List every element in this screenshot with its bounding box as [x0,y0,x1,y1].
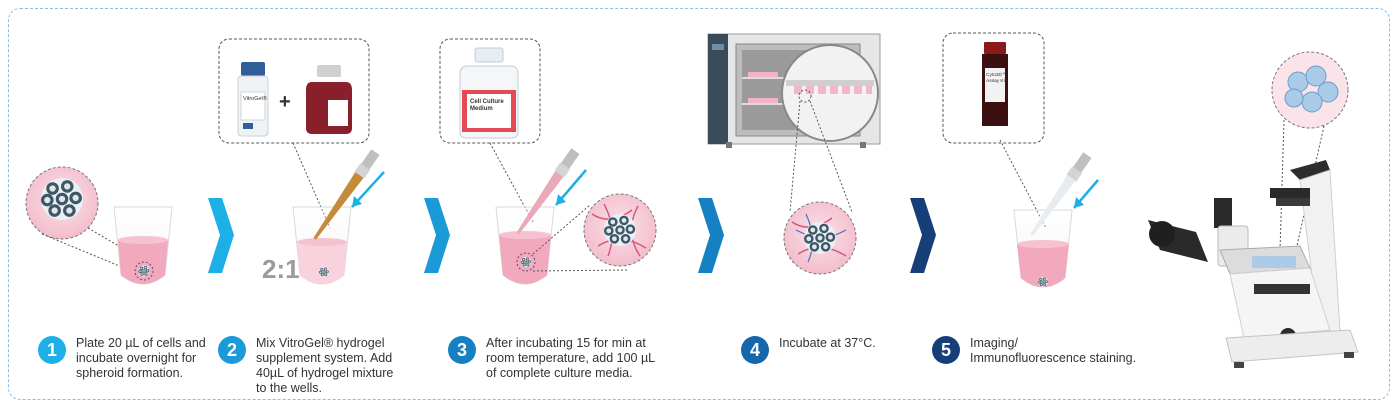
step1-illustration [25,166,173,285]
pipette-icon [313,149,380,240]
bottle-icon: Cell Culture Medium [459,47,519,139]
tube-icon [1013,209,1073,288]
chevron-right-icon [910,198,936,273]
step-description-line: room temperature, add 100 µL [486,351,656,365]
step-description: Imaging/Immunofluorescence staining. [970,336,1136,366]
step-description-line: Mix VitroGel® hydrogel [256,336,385,350]
diagram-frame [8,8,1390,400]
step-description-line: of complete culture media. [486,366,633,380]
step-description-line: supplement system. Add [256,351,393,365]
tube-icon [495,206,555,285]
chevron-right-icon [424,198,450,273]
step-description: Incubate at 37°C. [779,336,876,351]
pipette-icon [1030,152,1092,237]
pipette-icon [516,148,580,235]
step3-illustration: Cell Culture Medium [439,38,657,285]
step5-illustration: Cyto3D™ Assay Kit [942,32,1099,288]
step-number-badge: 5 [932,336,960,364]
microscope-icon [1148,51,1359,368]
vial-icon: Cyto3D™ Assay Kit [982,42,1008,126]
step-number-badge: 4 [741,336,769,364]
step-description-line: incubate overnight for [76,351,197,365]
ratio-label: 2:1 [262,254,300,284]
step4-illustration [707,33,881,275]
step-number-badge: 3 [448,336,476,364]
step-description-line: After incubating 15 for min at [486,336,646,350]
svg-text:VitroGel®: VitroGel® [243,95,267,102]
step-description-line: to the wells. [256,381,323,395]
step-description-line: Plate 20 µL of cells and [76,336,206,350]
svg-text:Medium: Medium [470,106,493,112]
bottle-icon [306,65,352,134]
step-4: 4 Incubate at 37°C. [741,336,876,364]
svg-text:+: + [279,91,291,113]
step-5: 5 Imaging/Immunofluorescence staining. [932,336,1136,366]
step-number-badge: 1 [38,336,66,364]
tube-icon [113,206,173,285]
svg-text:Assay Kit: Assay Kit [986,78,1007,84]
svg-text:Cell Culture: Cell Culture [470,99,504,105]
tube-icon [292,206,352,285]
step-number-badge: 2 [218,336,246,364]
vial-icon: VitroGel® [237,62,269,137]
step-description-line: Immunofluorescence staining. [970,351,1137,365]
chevron-right-icon [698,198,724,273]
step2-illustration: VitroGel® + [218,38,385,285]
step-description-line: 40µL of hydrogel mixture [256,366,394,380]
chevron-right-icon [208,198,234,273]
svg-text:Cyto3D™: Cyto3D™ [986,72,1007,78]
step-description-line: Incubate at 37°C. [779,336,876,350]
step-description-line: spheroid formation. [76,366,184,380]
step-description-line: Imaging/ [970,336,1018,350]
